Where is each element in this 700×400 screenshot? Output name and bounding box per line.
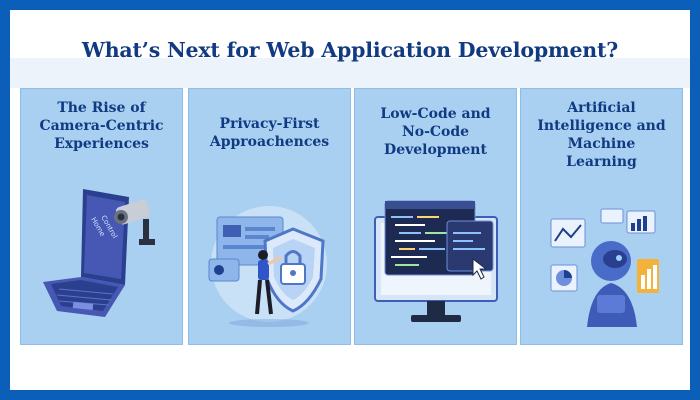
card-low-code: Low-Code and No-Code Development	[354, 88, 517, 345]
page-title: What’s Next for Web Application Developm…	[81, 38, 619, 62]
card-title-line: No-Code	[401, 124, 470, 140]
card-title-line: Low-Code and	[380, 106, 491, 122]
card-title: The Rise of Camera-Centric Experiences	[25, 99, 178, 153]
card-camera-centric: The Rise of Camera-Centric Experiences H…	[20, 88, 183, 345]
bottom-band	[10, 355, 690, 390]
card-title-line: Learning	[566, 154, 637, 170]
card-title-line: Privacy-First	[219, 116, 320, 132]
card-title-line: The Rise of	[57, 100, 146, 116]
shield-lock-icon	[208, 206, 327, 327]
laptop-camera-icon: Home Control	[43, 189, 155, 317]
card-ai-ml: Artificial Intelligence and Machine Lear…	[520, 88, 683, 345]
monitor-code-icon	[374, 200, 498, 322]
card-title-line: Artificial	[567, 100, 636, 116]
card-title-line: Development	[384, 142, 487, 158]
card-title: Privacy-First Approachences	[193, 115, 346, 151]
card-title: Low-Code and No-Code Development	[359, 105, 512, 159]
card-title-line: Machine	[567, 136, 636, 152]
card-title-line: Intelligence and	[537, 118, 666, 134]
card-title: Artificial Intelligence and Machine Lear…	[525, 99, 678, 171]
infographic-frame: What’s Next for Web Application Developm…	[10, 10, 690, 390]
ai-robot-icon	[550, 208, 659, 327]
card-title-line: Approachences	[209, 134, 330, 150]
header-band	[10, 58, 690, 88]
card-privacy-first: Privacy-First Approachences	[188, 88, 351, 345]
card-title-line: Camera-Centric	[39, 118, 164, 134]
card-title-line: Experiences	[54, 136, 149, 152]
